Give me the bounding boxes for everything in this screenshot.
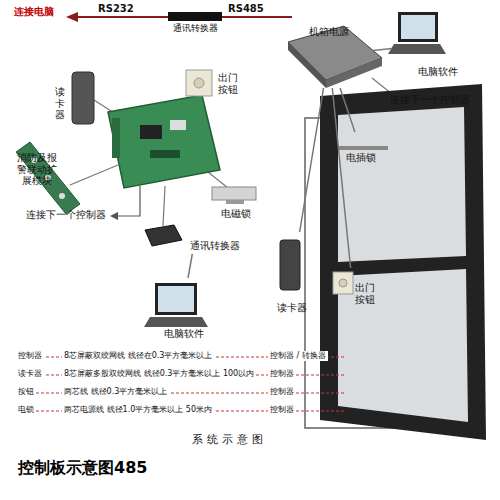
table-cell: 控制器 (268, 405, 296, 415)
device-label: 电脑软件 (408, 66, 468, 78)
wire (70, 165, 118, 185)
diagram-caption: 控制板示意图485 (18, 458, 147, 477)
device-label: 机箱电源 (301, 26, 357, 38)
annotation-label: 连接电脑 (14, 6, 54, 18)
annotation-label: 连接下一个控制器 (390, 94, 470, 106)
table-cell: 控制器 (16, 351, 44, 361)
chip (140, 125, 162, 139)
door-glass (338, 269, 468, 422)
diagram-title: 系统示意图 (192, 433, 267, 446)
arrow-head (110, 212, 118, 220)
device-node: 电插锁 (330, 132, 392, 168)
fire-module-symbol (16, 142, 80, 214)
table-cell: 两芯电源线 线径1.0平方毫米以上 50米内 (62, 405, 214, 415)
device-node: 出门按钮 (328, 268, 378, 316)
wire (163, 186, 165, 226)
device-label: 电磁锁 (214, 208, 258, 220)
device-node: 机箱电源 (285, 22, 373, 88)
table-cell: 8芯屏蔽多股双绞网线 线径0.3平方毫米以上 100以内 (62, 369, 256, 379)
button-face (339, 279, 347, 287)
power-box-symbol (288, 26, 382, 80)
exit-button-symbol (186, 70, 212, 96)
laptop-screen (155, 283, 197, 315)
laptop-base (144, 317, 208, 327)
laptop-screen (398, 12, 438, 42)
terminal (150, 150, 180, 158)
power-box-side (288, 42, 326, 88)
bolt-lock-symbol (338, 146, 388, 150)
table-cell: 读卡器 (16, 369, 44, 379)
converter-symbol (145, 225, 182, 246)
device-label: 出门按钮 (354, 282, 376, 305)
terminal (112, 118, 120, 158)
table-cell: 按钮 (16, 387, 36, 397)
chip (170, 120, 186, 130)
arrow-head (66, 12, 78, 22)
laptop-display (158, 286, 194, 312)
wire (208, 172, 228, 188)
wire-connector (340, 88, 355, 132)
door-glass (338, 107, 466, 262)
device-label: 电插锁 (338, 152, 384, 164)
laptop-base (388, 44, 446, 54)
device-label: 通讯转换器 (180, 240, 250, 252)
table-cell: 控制器 / 转换器 (268, 351, 328, 361)
card-reader-symbol (280, 240, 300, 290)
device-label: 出门按钮 (217, 72, 239, 95)
table-cell: 控制器 (268, 369, 296, 379)
mag-lock-plate (226, 200, 244, 204)
device-node: 通讯转换器 (140, 223, 250, 254)
power-box-side (326, 58, 382, 88)
device-node: 消防及报警联动扩展模块 (12, 140, 82, 216)
mag-lock-symbol (212, 187, 256, 200)
device-node: 通讯转换器 (160, 8, 230, 34)
device-label: 通讯转换器 (160, 23, 230, 33)
device-label: 读卡器 (272, 302, 312, 314)
device-node: 读卡器 (52, 68, 98, 128)
annotation-label: RS232 (98, 3, 134, 15)
button-face (194, 78, 204, 88)
table-cell: 8芯屏蔽双绞网线 线径在0.3平方毫米以上 (62, 351, 214, 361)
device-label: 读卡器 (54, 86, 66, 121)
wire-connector (300, 88, 324, 232)
device-node: 读卡器 (270, 232, 315, 318)
converter-symbol (168, 12, 222, 21)
controller-board (108, 95, 220, 188)
device-node: 出门按钮 (183, 66, 245, 104)
exit-button-symbol (333, 272, 353, 294)
wire-connector (373, 49, 392, 51)
table-cell: 电锁 (16, 405, 36, 415)
laptop-display (401, 15, 435, 39)
wire (116, 186, 140, 216)
device-node: 电脑软件 (145, 278, 220, 340)
annotation-label: 连接下一个控制器 (26, 209, 106, 221)
table-cell: 两芯线 线径0.3平方毫米以上 (62, 387, 169, 397)
device-node: 电脑软件 (392, 8, 478, 80)
door-leaf (320, 84, 486, 440)
component (59, 193, 65, 199)
device-node: 电磁锁 (208, 183, 264, 221)
device-label: 电脑软件 (159, 328, 209, 340)
device-label: 消防及报警联动扩展模块 (16, 152, 58, 187)
card-reader-symbol (72, 72, 94, 124)
table-cell: 控制器 (268, 387, 296, 397)
wire-connector (188, 254, 192, 278)
annotation-label: RS485 (228, 3, 264, 15)
wire-connector (332, 88, 350, 268)
